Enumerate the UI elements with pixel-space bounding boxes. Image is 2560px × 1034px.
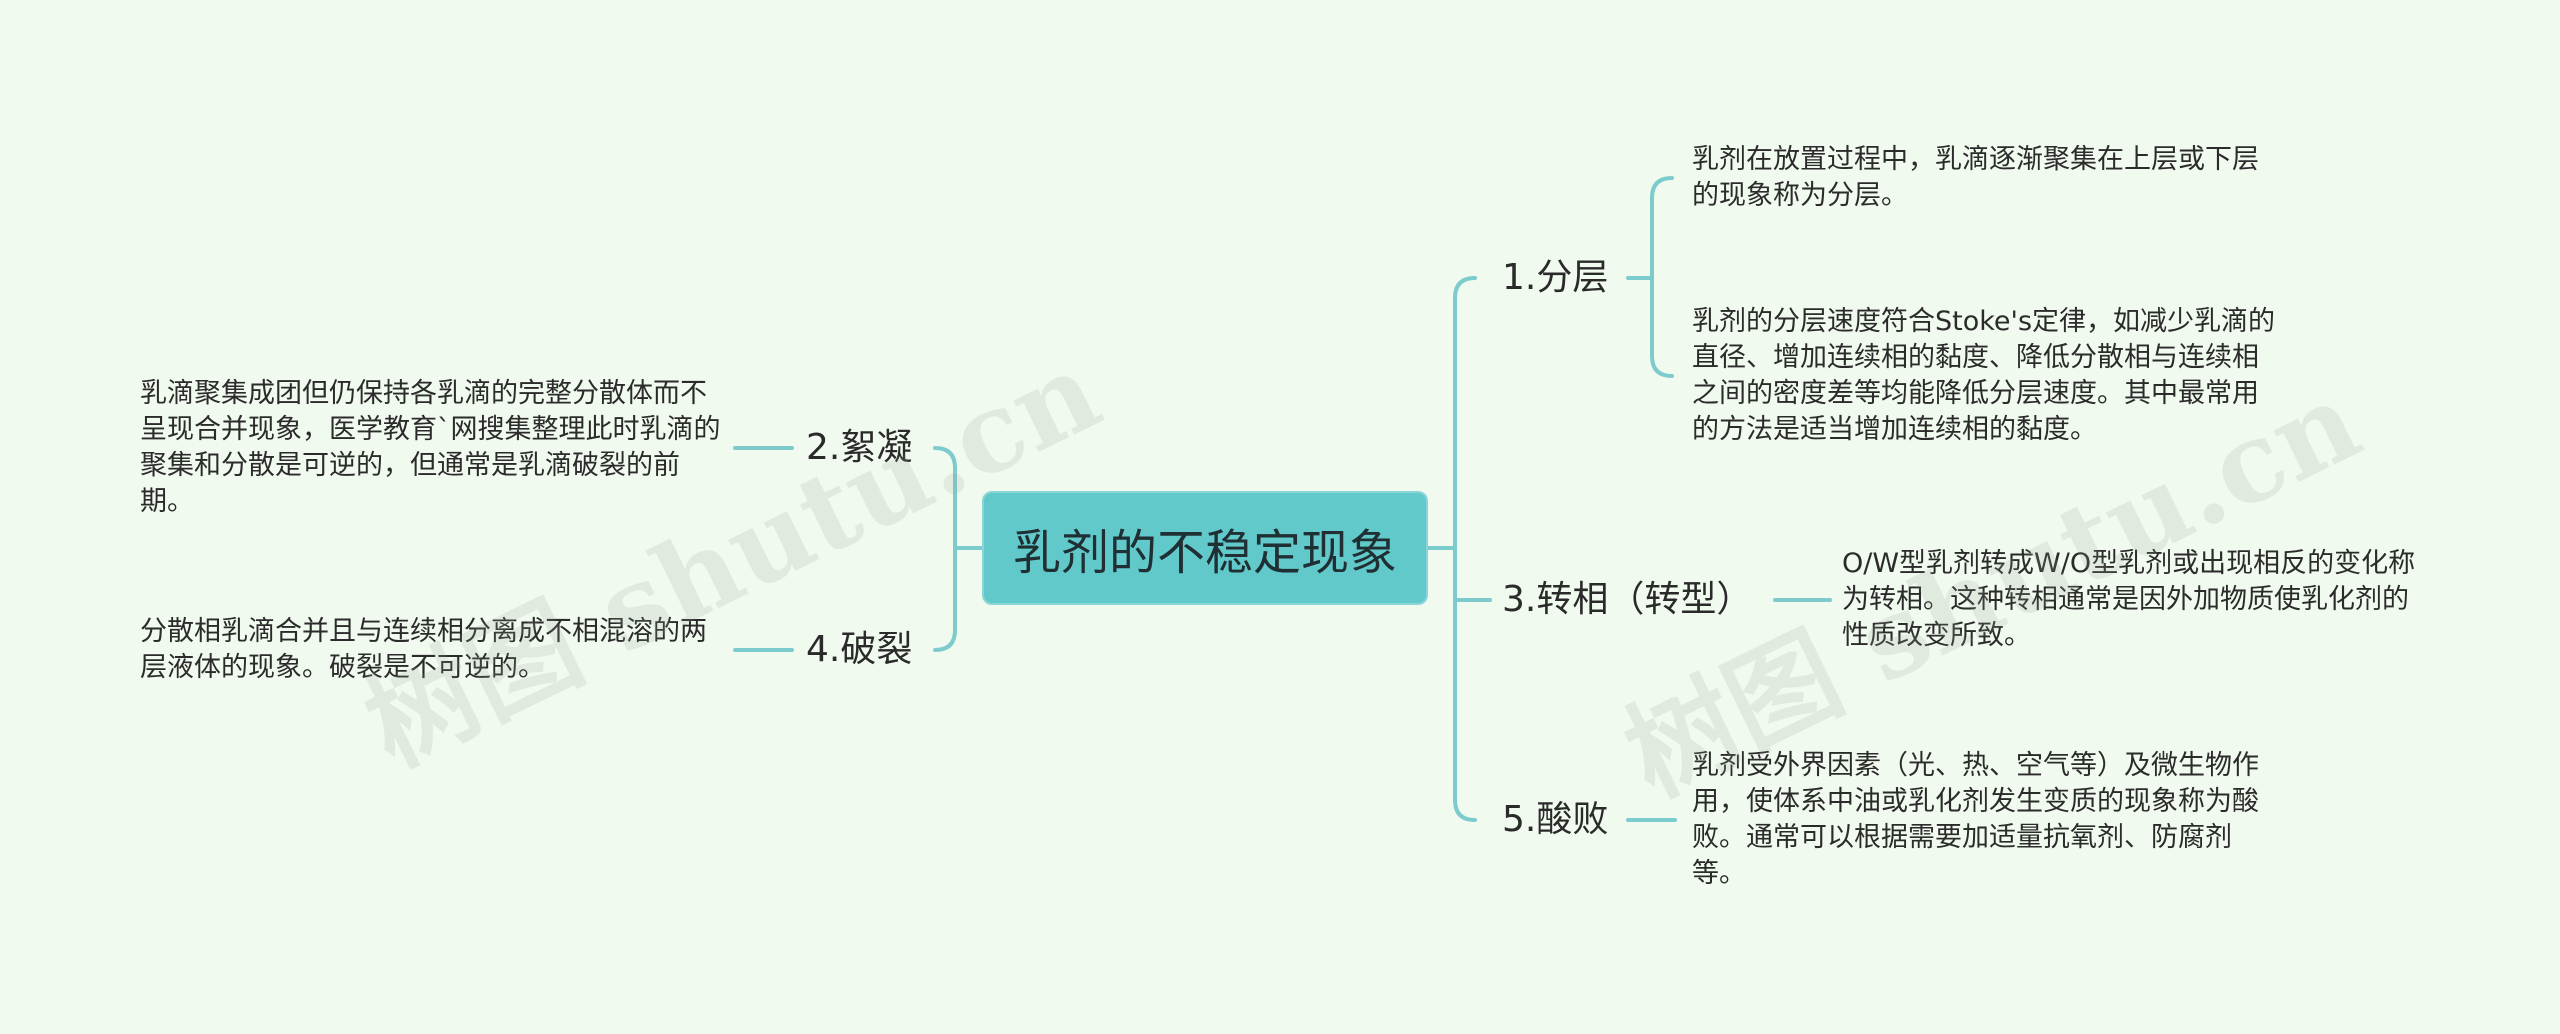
branch-2[interactable]: 2.絮凝 [806, 427, 913, 468]
leaf-3-1: O/W型乳剂转成W/O型乳剂或出现相反的变化称为转相。这种转相通常是因外加物质使… [1842, 548, 2416, 651]
leaf-1-2: 乳剂的分层速度符合Stoke's定律，如减少乳滴的直径、增加连续相的黏度、降低分… [1692, 306, 2276, 445]
leaf-1-1: 乳剂在放置过程中，乳滴逐渐聚集在上层或下层的现象称为分层。 [1692, 144, 2259, 211]
leaf-5-1: 乳剂受外界因素（光、热、空气等）及微生物作用，使体系中油或乳化剂发生变质的现象称… [1692, 750, 2259, 889]
leaf-2-1: 乳滴聚集成团但仍保持各乳滴的完整分散体而不呈现合并现象，医学教育`网搜集整理此时… [140, 378, 721, 517]
branch-5[interactable]: 5.酸败 [1502, 799, 1609, 840]
connector-right-spine [1453, 276, 1477, 822]
connector-left-spine [933, 446, 957, 652]
branch-3[interactable]: 3.转相（转型） [1502, 579, 1753, 620]
connector-b1-spine [1650, 176, 1674, 378]
leaf-4-1: 分散相乳滴合并且与连续相分离成不相混溶的两层液体的现象。破裂是不可逆的。 [140, 616, 707, 683]
root-topic[interactable]: 乳剂的不稳定现象 [982, 491, 1428, 605]
branch-1[interactable]: 1.分层 [1502, 257, 1609, 298]
branch-4[interactable]: 4.破裂 [806, 629, 913, 670]
